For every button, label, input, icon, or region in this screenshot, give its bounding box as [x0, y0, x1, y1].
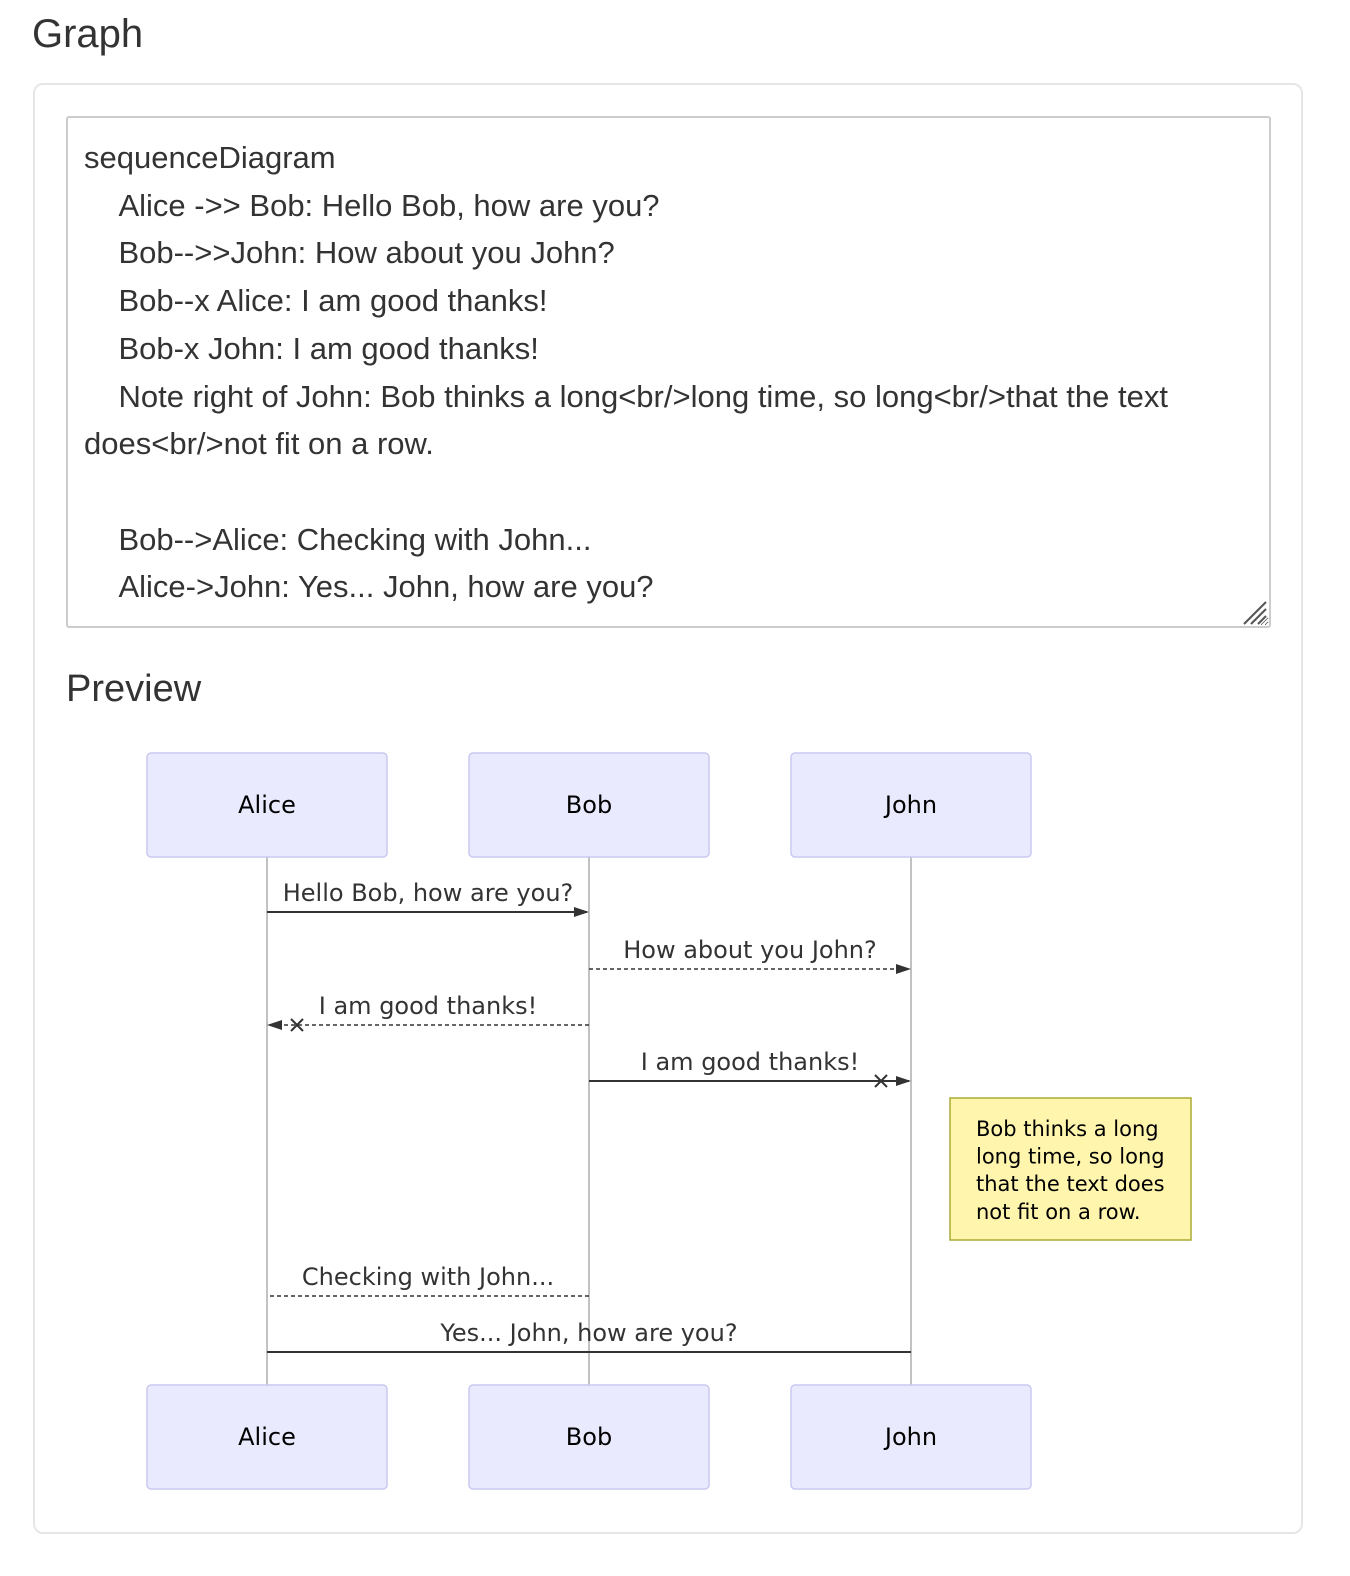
editor-line: Alice ->> Bob: Hello Bob, how are you? [84, 187, 660, 223]
actor-box-top [146, 752, 388, 858]
actor-box-bottom [790, 1384, 1032, 1490]
message-arrowhead [267, 1020, 282, 1030]
message-label: Yes... John, how are you? [439, 1319, 737, 1347]
message-cross-marker [874, 1074, 888, 1088]
message-cross-marker [290, 1018, 304, 1032]
preview-heading: Preview [66, 668, 202, 710]
message-label: Checking with John... [302, 1263, 554, 1291]
message-arrowhead [896, 964, 911, 974]
actor-label: Alice [238, 1423, 296, 1451]
note-text-line: Bob thinks a long [976, 1117, 1159, 1141]
graph-heading: Graph [32, 12, 144, 56]
note-box [949, 1097, 1192, 1241]
message-label: I am good thanks! [641, 1048, 859, 1076]
message-label: Hello Bob, how are you? [283, 879, 574, 907]
editor-line [84, 468, 1253, 516]
actor-label: Alice [238, 791, 296, 819]
note-text-line: not fit on a row. [976, 1200, 1141, 1224]
graph-definition-editor[interactable]: sequenceDiagram Alice ->> Bob: Hello Bob… [66, 116, 1271, 628]
actor-label: John [883, 791, 937, 819]
actor-label: John [883, 1423, 937, 1451]
message-label: How about you John? [623, 936, 877, 964]
editor-line: Bob-->>John: How about you John? [84, 235, 615, 271]
message-arrowhead [896, 1076, 911, 1086]
actor-box-bottom [146, 1384, 388, 1490]
note-text-line: that the text does [976, 1172, 1165, 1196]
actor-label: Bob [566, 1423, 612, 1451]
actor-box-top [790, 752, 1032, 858]
editor-line: Note right of John: Bob thinks a long<br… [84, 378, 1177, 462]
editor-line: Bob-x John: I am good thanks! [84, 330, 539, 366]
actor-label: Bob [566, 791, 612, 819]
message-arrowhead [574, 907, 589, 917]
actor-box-bottom [468, 1384, 710, 1490]
resize-handle-icon[interactable] [1240, 598, 1268, 626]
editor-line: Bob--x Alice: I am good thanks! [84, 283, 548, 319]
editor-line: sequenceDiagram [84, 140, 336, 175]
editor-line: Bob-->Alice: Checking with John... [84, 521, 592, 557]
note-text-line: long time, so long [976, 1145, 1165, 1169]
actor-box-top [468, 752, 710, 858]
editor-line: Alice->John: Yes... John, how are you? [84, 569, 654, 605]
message-label: I am good thanks! [319, 992, 537, 1020]
